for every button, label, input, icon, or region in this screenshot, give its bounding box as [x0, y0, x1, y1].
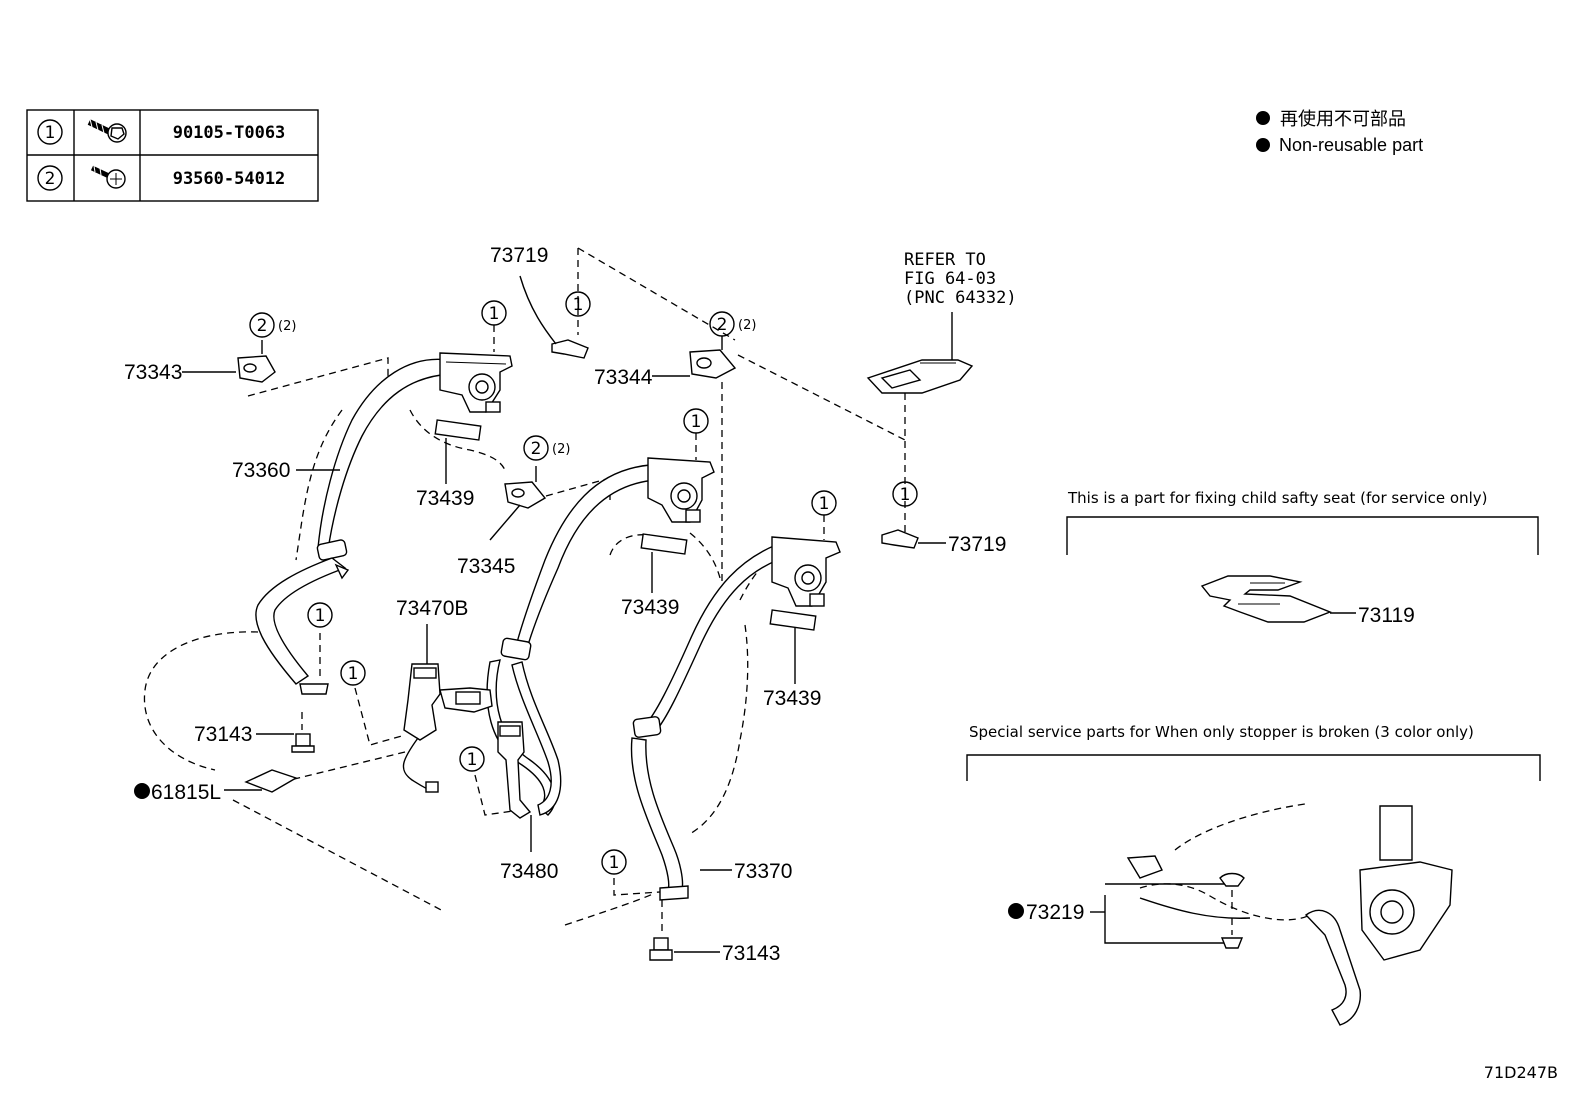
pad-73439-a: [434, 419, 482, 484]
legend-japanese: 再使用不可部品: [1280, 109, 1406, 129]
diagram-code: 71D247B: [1484, 1063, 1558, 1082]
part-label-73439: 73439: [763, 687, 821, 710]
part-label-73470B: 73470B: [396, 597, 468, 620]
callout-ref-1: 1: [348, 664, 359, 684]
pad-73439-c: [769, 609, 817, 684]
callout-ref-1: 1: [467, 750, 478, 770]
guide-lines: [247, 247, 1233, 935]
stopper-box: [966, 754, 1541, 1026]
callout-ref-2: 2: [257, 316, 268, 336]
part-label-73143: 73143: [194, 723, 252, 746]
retractor-right: [771, 536, 841, 607]
callout-qty: (2): [738, 318, 756, 333]
table-ref-2: 2: [45, 169, 56, 189]
table-ref-1: 1: [45, 123, 56, 143]
fastener-table: 1 2 90105-T0063 93560-54012: [26, 109, 319, 202]
fastener-callouts: [249, 291, 918, 875]
part-label-73439: 73439: [416, 487, 474, 510]
part-label-73119: 73119: [1358, 604, 1415, 627]
label-61815L: [224, 769, 298, 793]
callout-ref-1: 1: [489, 304, 500, 324]
retractor-left: [439, 352, 513, 413]
callout-ref-1: 1: [573, 295, 584, 315]
refer-line-2: FIG 64-03: [904, 269, 996, 289]
part-label-73370: 73370: [734, 860, 792, 883]
callout-texts: 2 (2) 1 1 2 (2) 2 (2) 1 1 1 1 1 1 1: [257, 295, 911, 873]
cover-73345: [489, 466, 547, 541]
callout-qty: (2): [552, 442, 570, 457]
part-labels: 73719 73343 73344 73360 73439 73345 7371…: [124, 244, 1415, 965]
callout-ref-1: 1: [315, 606, 326, 626]
part-label-73719: 73719: [490, 244, 548, 267]
part-label-73719: 73719: [948, 533, 1006, 556]
leader-lines: [296, 469, 1356, 871]
seat-belt-73370: [630, 539, 797, 901]
seat-belt-center: [486, 464, 658, 816]
clip-73719-b: [881, 529, 946, 549]
child-seat-box: [1066, 516, 1539, 623]
part-label-73143: 73143: [722, 942, 780, 965]
anchor-bolt-73143-a: [256, 733, 315, 753]
refer-note: REFER TO FIG 64-03 (PNC 64332): [904, 250, 1017, 360]
buckle-73470B: [402, 624, 493, 793]
part-label-73439: 73439: [621, 596, 679, 619]
note-child-seat: This is a part for fixing child safty se…: [1067, 489, 1487, 507]
part-label-73345: 73345: [457, 555, 515, 578]
anchor-bolt-73143-b: [649, 937, 720, 961]
non-reusable-marker-icon: [1008, 903, 1024, 919]
callout-ref-1: 1: [609, 853, 620, 873]
non-reusable-marker-icon: [1256, 111, 1270, 125]
callout-ref-1: 1: [819, 494, 830, 514]
table-part-1: 90105-T0063: [173, 123, 286, 143]
non-reusable-marker-icon: [1256, 138, 1270, 152]
non-reusable-marker-icon: [134, 783, 150, 799]
part-label-73343: 73343: [124, 361, 182, 384]
part-label-73344: 73344: [594, 366, 653, 389]
callout-ref-1: 1: [691, 412, 702, 432]
table-part-2: 93560-54012: [173, 169, 286, 189]
bolt-icon: [87, 118, 127, 143]
buckle-73480: [497, 721, 532, 852]
screw-icon: [90, 165, 126, 189]
callout-qty: (2): [278, 319, 296, 334]
legend: 再使用不可部品 Non-reusable part: [1256, 109, 1423, 155]
callout-ref-2: 2: [531, 439, 542, 459]
part-label-73219: 73219: [1026, 901, 1084, 924]
refer-line-1: REFER TO: [904, 250, 986, 270]
part-label-73480: 73480: [500, 860, 558, 883]
cover-73344: [652, 336, 737, 379]
note-stopper: Special service parts for When only stop…: [969, 723, 1474, 741]
part-label-73360: 73360: [232, 459, 290, 482]
clip-73719-a: [519, 275, 589, 359]
callout-ref-2: 2: [717, 315, 728, 335]
refer-line-3: (PNC 64332): [904, 288, 1017, 308]
retractor-center: [647, 457, 715, 523]
part-label-61815L: 61815L: [151, 781, 221, 804]
pad-73439-b: [640, 533, 688, 593]
notes: This is a part for fixing child safty se…: [969, 489, 1558, 1082]
refer-cover-part: [866, 359, 974, 394]
seat-belt-73360: [255, 358, 453, 695]
callout-ref-1: 1: [900, 485, 911, 505]
legend-english: Non-reusable part: [1279, 135, 1423, 155]
cover-73343: [182, 340, 276, 383]
